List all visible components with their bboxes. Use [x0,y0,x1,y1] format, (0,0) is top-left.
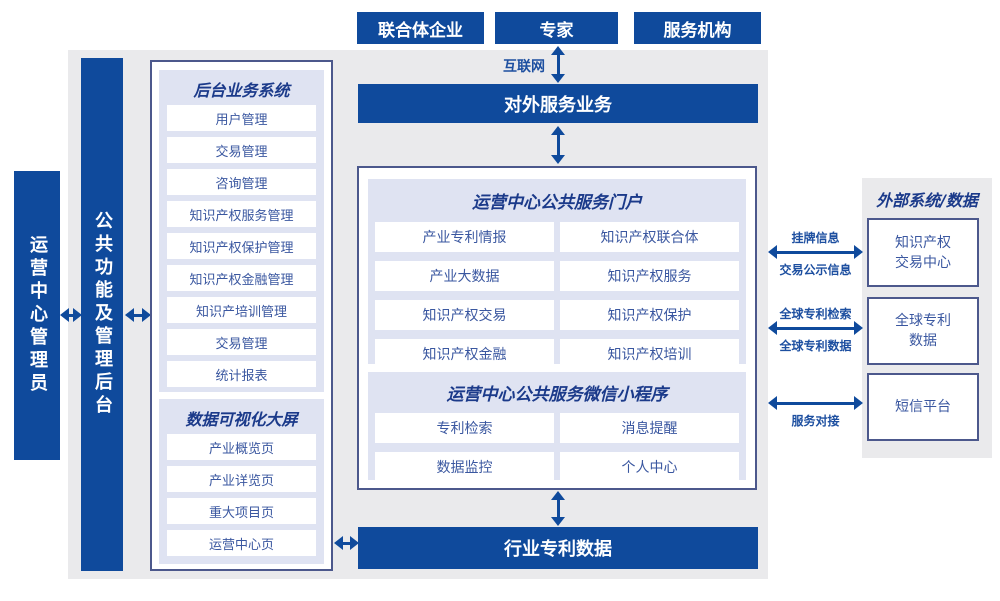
external-box-ip-trading-center: 知识产权 交易中心 [867,218,979,287]
portal-item: 知识产权交易 [375,300,554,330]
internet-label: 互联网 [503,59,545,75]
dashboard-item: 重大项目页 [167,498,316,524]
portal-item: 知识产权联合体 [560,222,739,252]
backend-item: 统计报表 [167,361,316,387]
external-box-global-patent-data: 全球专利 数据 [867,297,979,365]
miniprogram-panel: 运营中心公共服务微信小程序 专利检索 消息提醒 数据监控 个人中心 [368,372,746,482]
miniprogram-item: 数据监控 [375,452,554,482]
arrow-global-patent [768,321,863,335]
portal-item: 产业大数据 [375,261,554,291]
external-box-line: 知识产权 [895,234,951,251]
external-box-line: 交易中心 [895,254,951,271]
miniprogram-item: 专利检索 [375,413,554,443]
backend-item: 用户管理 [167,105,316,131]
backend-systems-box: 后台业务系统 用户管理 交易管理 咨询管理 知识产权服务管理 知识产权保护管理 … [150,60,333,571]
listing-info-label: 挂牌信息 [791,231,840,245]
arrow-dashboard-to-patent-data [334,536,359,550]
dashboard-panel: 数据可视化大屏 产业概览页 产业详览页 重大项目页 运营中心页 [159,399,324,564]
backend-system-panel: 后台业务系统 用户管理 交易管理 咨询管理 知识产权服务管理 知识产权保护管理 … [159,70,324,392]
backend-item: 知识产权服务管理 [167,201,316,227]
portal-item: 产业专利情报 [375,222,554,252]
backend-item: 知识产权保护管理 [167,233,316,259]
trade-publicity-label: 交易公示信息 [779,263,852,277]
external-box-line: 全球专利 [895,313,951,329]
public-service-box: 运营中心公共服务门户 产业专利情报 知识产权联合体 产业大数据 知识产权服务 知… [357,166,757,490]
portal-item: 知识产权服务 [560,261,739,291]
dashboard-item: 运营中心页 [167,530,316,556]
portal-title: 运营中心公共服务门户 [472,193,642,213]
global-patent-data-label: 全球专利数据 [779,339,852,353]
arrow-listing-info [768,245,863,259]
dashboard-title: 数据可视化大屏 [185,410,298,429]
public-functions-backend-bar: 公共功能及管理后台 [81,58,123,571]
backend-item: 咨询管理 [167,169,316,195]
service-docking-label: 服务对接 [791,414,840,428]
miniprogram-item: 消息提醒 [560,413,739,443]
operations-admin-bar: 运营中心管理员 [14,171,60,460]
portal-item: 知识产权金融 [375,339,554,369]
dashboard-item: 产业概览页 [167,434,316,460]
actor-consortium-box: 联合体企业 [357,12,484,44]
backend-item: 知识产权金融管理 [167,265,316,291]
external-service-bar: 对外服务业务 [358,84,758,123]
industry-patent-data-bar: 行业专利数据 [358,527,758,569]
external-box-sms-platform: 短信平台 [867,373,979,441]
arrow-service-to-portal [551,126,565,164]
backend-system-title: 后台业务系统 [193,81,290,100]
arrow-portal-to-patent-data [551,491,565,526]
actor-service-org-box: 服务机构 [634,12,761,44]
arrow-admin-to-backend [60,308,82,322]
backend-item: 交易管理 [167,329,316,355]
external-box-line: 数据 [909,333,937,349]
portal-item: 知识产权保护 [560,300,739,330]
backend-item: 知识产培训管理 [167,297,316,323]
miniprogram-item: 个人中心 [560,452,739,482]
arrow-service-docking [768,396,863,410]
backend-item: 交易管理 [167,137,316,163]
external-panel-title: 外部系统/数据 [876,191,978,210]
external-box-line: 短信平台 [895,399,951,415]
global-patent-search-label: 全球专利检索 [779,307,852,321]
portal-panel: 运营中心公共服务门户 产业专利情报 知识产权联合体 产业大数据 知识产权服务 知… [368,179,746,369]
arrow-backend-to-systems [125,308,151,322]
actor-expert-box: 专家 [495,12,618,44]
miniprogram-title: 运营中心公共服务微信小程序 [446,385,668,405]
dashboard-item: 产业详览页 [167,466,316,492]
portal-item: 知识产权培训 [560,339,739,369]
arrow-internet [551,46,565,83]
